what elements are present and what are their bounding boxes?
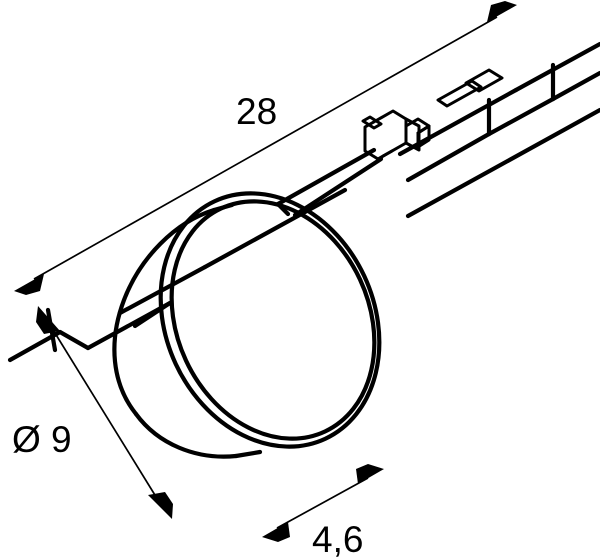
lamp-head-rim-outer	[158, 191, 382, 449]
track-rail	[7, 41, 600, 363]
rail-upper-face-right	[550, 70, 600, 102]
arm-top-edge	[275, 147, 377, 207]
dim-46-line	[276, 477, 369, 529]
rail-slot-detail	[436, 68, 504, 108]
dim-d9-label: Ø 9	[12, 419, 72, 460]
rail-bottom-edge-right	[405, 107, 600, 219]
dim-28-arrowhead-left	[14, 274, 44, 295]
head-diameter-dimension: Ø 9	[12, 306, 173, 519]
rail-upper-face-left	[405, 131, 492, 183]
rail-top-edge-right	[513, 41, 600, 93]
head-depth-dimension: 4,6	[262, 464, 384, 558]
dim-46-arrowhead-left	[262, 522, 290, 542]
rail-left-step-top	[132, 300, 173, 329]
rail-slot-lower	[436, 79, 483, 108]
lamp-head-rim-inner	[169, 199, 377, 441]
rail-bottom-edge-left	[202, 187, 348, 270]
lamp-head-drum	[112, 191, 382, 459]
dim-46-arrowhead-right	[356, 464, 384, 484]
dim-d9-arrowhead-top	[36, 306, 60, 334]
clip-hook-lower	[416, 124, 431, 149]
rail-upper-face-mid	[486, 96, 556, 137]
rail-slot-upper	[464, 68, 504, 93]
drum-body-back-left	[112, 207, 217, 417]
dim-28-arrowhead-right	[487, 1, 517, 22]
rail-left-step-bottom	[57, 329, 91, 351]
arm-bottom-edge	[292, 156, 384, 218]
dim-d9-line	[49, 324, 159, 501]
drum-body-bottom	[133, 411, 239, 459]
dim-d9-arrowhead-bottom	[148, 492, 173, 519]
drum-body-bottom-join	[233, 449, 263, 459]
track-length-dimension: 28	[14, 1, 517, 295]
dim-28-line	[33, 16, 498, 280]
dim-28-label: 28	[236, 91, 277, 132]
dim-46-label: 4,6	[312, 519, 363, 558]
